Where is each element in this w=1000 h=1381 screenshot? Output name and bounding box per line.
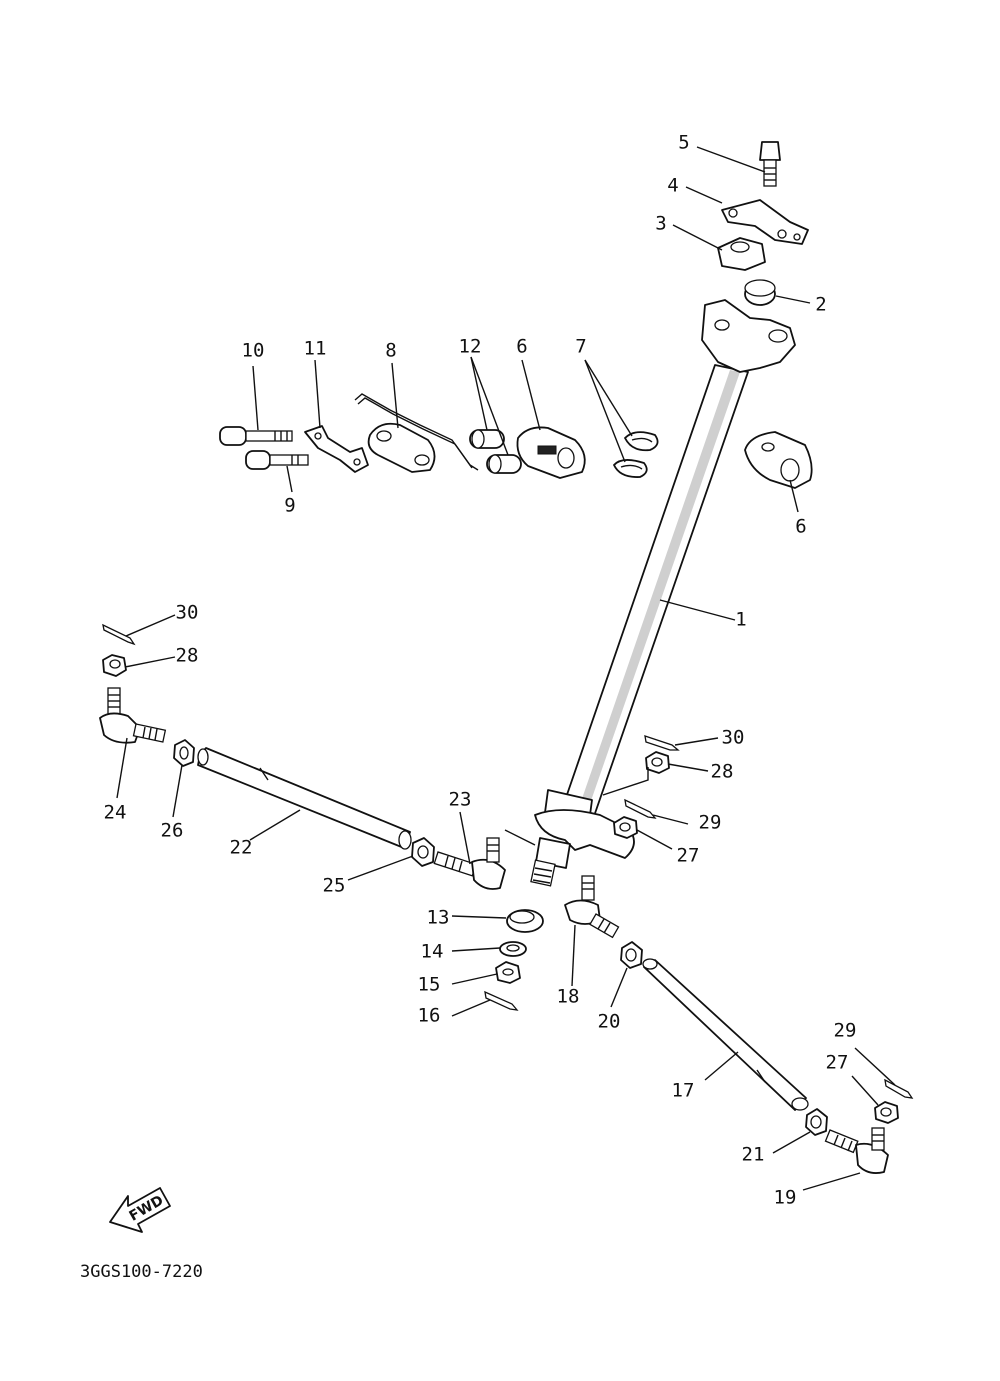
label-21: 21 (742, 1144, 765, 1166)
clips-7 (613, 431, 659, 478)
label-25: 25 (323, 875, 346, 897)
label-10: 10 (242, 340, 265, 362)
nut-28-right (645, 751, 670, 774)
clamp-6-left (516, 426, 586, 479)
label-4: 4 (667, 175, 678, 197)
tie-rod-end-18 (564, 875, 620, 939)
label-12: 12 (459, 336, 482, 358)
leader-lines (116, 146, 896, 1191)
label-2: 2 (815, 294, 826, 316)
label-17: 17 (672, 1080, 695, 1102)
washer-14 (499, 941, 527, 957)
washer-13 (506, 909, 544, 933)
clamp-6-right (744, 431, 813, 489)
nut-27-center (613, 816, 638, 839)
bolt-9 (245, 450, 309, 470)
label-5: 5 (678, 132, 689, 154)
plate-4 (721, 199, 809, 245)
tie-rod-end-19 (824, 1127, 889, 1174)
cotter-pin-29-right (884, 1078, 914, 1099)
label-24: 24 (104, 802, 127, 824)
label-23: 23 (449, 789, 472, 811)
label-3: 3 (655, 213, 666, 235)
nut-27-right (874, 1101, 899, 1124)
label-29-right: 29 (834, 1020, 857, 1042)
label-28-left: 28 (176, 645, 199, 667)
bolt-5 (759, 141, 781, 187)
label-27-right: 27 (826, 1052, 849, 1074)
label-30-left: 30 (176, 602, 199, 624)
label-22: 22 (230, 837, 253, 859)
tie-rod-end-23 (433, 837, 506, 890)
label-28-right: 28 (711, 761, 734, 783)
nut-21 (805, 1108, 828, 1136)
label-29-center: 29 (699, 812, 722, 834)
tie-rod-end-24 (99, 687, 167, 744)
holder-3 (717, 237, 766, 271)
tie-rod-22 (197, 747, 412, 850)
label-16: 16 (418, 1005, 441, 1027)
collars-12 (469, 429, 522, 474)
nut-20 (620, 941, 643, 969)
label-8: 8 (385, 340, 396, 362)
label-26: 26 (161, 820, 184, 842)
diagram-code: 3GGS100-7220 (80, 1262, 203, 1282)
fwd-arrow-icon: FWD (109, 1187, 171, 1233)
nut-25 (411, 837, 435, 867)
nut-28-left (102, 654, 127, 677)
part-labels: 5 4 3 2 10 11 8 12 6 7 9 6 1 30 28 30 28… (104, 132, 857, 1209)
cotter-pin-30-left (102, 623, 136, 646)
nut-26 (173, 739, 195, 767)
nut-15 (495, 961, 521, 984)
label-13: 13 (427, 907, 450, 929)
label-27-center: 27 (677, 845, 700, 867)
cotter-pin-30-right (644, 735, 680, 751)
holder-8 (354, 393, 479, 473)
label-30-right: 30 (722, 727, 745, 749)
steering-shaft (530, 364, 749, 887)
label-15: 15 (418, 974, 441, 996)
label-18: 18 (557, 986, 580, 1008)
label-14: 14 (421, 941, 444, 963)
label-6-right: 6 (795, 516, 806, 538)
label-9: 9 (284, 495, 295, 517)
label-7: 7 (575, 336, 586, 358)
bracket-11 (304, 425, 369, 473)
label-11: 11 (304, 338, 327, 360)
tie-rod-17 (642, 958, 809, 1111)
label-19: 19 (774, 1187, 797, 1209)
cotter-pin-29-center (624, 798, 657, 819)
label-6-left: 6 (516, 336, 527, 358)
bolt-10 (219, 426, 293, 446)
cotter-pin-16 (484, 990, 519, 1011)
label-1: 1 (735, 609, 746, 631)
shaft-top-bracket (701, 299, 796, 373)
label-20: 20 (598, 1011, 621, 1033)
cap-2 (744, 279, 776, 306)
